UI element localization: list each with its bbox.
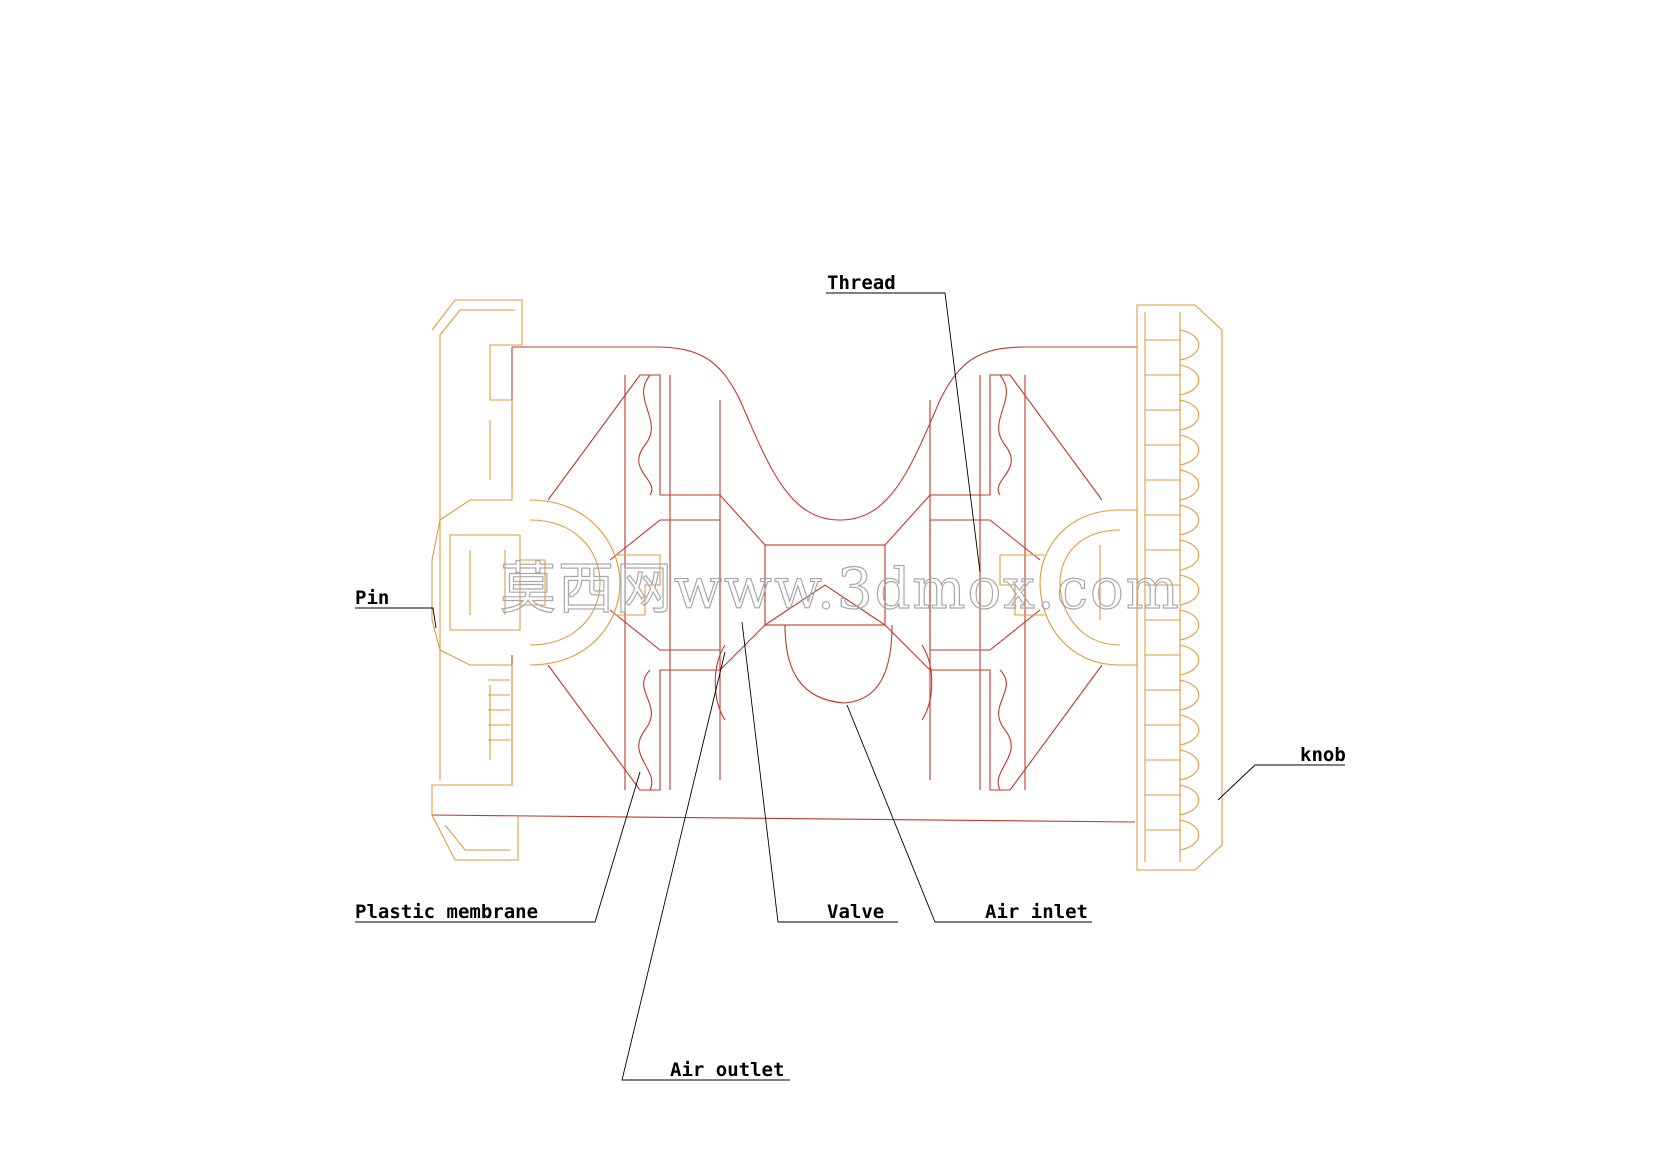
knob-grip-lines	[1145, 339, 1180, 831]
watermark-text: 莫西网www.3dmox.com	[500, 557, 1181, 622]
right-chamber-upper-cone	[884, 374, 1103, 546]
right-chamber-verticals	[929, 375, 1026, 790]
left-connector	[615, 554, 661, 616]
leader-lines	[355, 292, 1345, 1081]
left-chamber-verticals	[624, 375, 721, 790]
left-chamber	[547, 374, 766, 791]
left-chamber-upper-cone	[547, 374, 766, 546]
right-knob-assembly	[999, 304, 1223, 871]
left-outlet-lens	[714, 644, 726, 721]
label-thread: Thread	[827, 272, 896, 294]
left-pin-body	[449, 534, 546, 631]
label-air-inlet: Air inlet	[985, 901, 1088, 923]
right-chamber	[884, 374, 1103, 791]
label-pin: Pin	[355, 587, 389, 609]
label-knob: knob	[1300, 744, 1346, 766]
right-connector	[999, 554, 1045, 616]
right-ball-joint	[1039, 509, 1121, 666]
air-inlet-leader	[846, 704, 1092, 923]
valve-cone	[784, 624, 893, 704]
plastic-membrane-leader	[355, 771, 641, 923]
valve-block	[764, 544, 886, 626]
thread-leader	[826, 292, 981, 573]
right-membrane-upper	[997, 374, 1012, 496]
label-valve: Valve	[827, 901, 884, 923]
left-end-cap	[431, 299, 661, 861]
air-outlet-leader	[621, 651, 790, 1081]
valve-leader	[741, 621, 898, 923]
right-chamber-lower-cone	[884, 624, 1103, 791]
left-membrane-upper	[638, 374, 653, 496]
left-cap-inner	[439, 309, 515, 851]
knob-outline	[1136, 304, 1223, 871]
knob-leader	[1217, 764, 1345, 801]
callout-labels: Thread Pin knob Plastic membrane Valve A…	[355, 272, 1346, 1081]
valve-wedge	[764, 584, 886, 626]
left-cap-ribs	[488, 679, 510, 741]
knob-teeth	[1179, 329, 1200, 851]
left-ball-joint	[529, 499, 621, 666]
right-joint-stem	[1099, 509, 1138, 666]
right-ball-joint-inner	[1059, 529, 1121, 646]
knob-inner-edge	[1144, 312, 1181, 862]
pin-leader	[355, 607, 437, 629]
housing-bottom-line	[431, 814, 1136, 823]
housing-top-contour	[512, 346, 1137, 521]
left-membrane-lower	[638, 669, 653, 791]
left-cap-outline	[431, 299, 523, 861]
left-chamber-lower-cone	[547, 624, 766, 791]
label-air-outlet: Air outlet	[670, 1059, 784, 1081]
left-ball-joint-inner	[529, 519, 601, 646]
label-plastic-membrane: Plastic membrane	[355, 901, 538, 923]
right-membrane-lower	[997, 669, 1012, 791]
right-inlet-lens	[921, 644, 933, 721]
